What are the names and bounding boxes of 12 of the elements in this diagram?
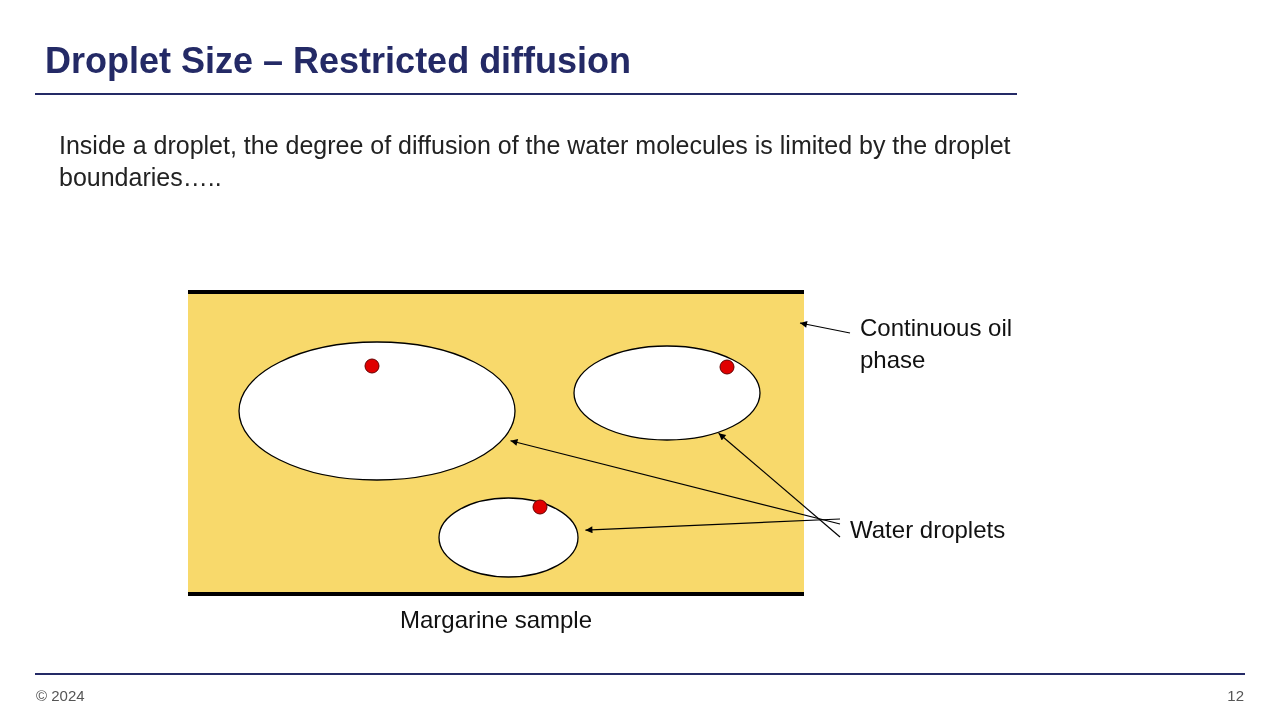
callout-label: Continuous oil phase xyxy=(860,313,1014,375)
sample-caption: Margarine sample xyxy=(398,605,594,635)
leader-arrow xyxy=(509,439,841,525)
callout-label: Water droplets xyxy=(850,515,1006,545)
page-number: 12 xyxy=(1227,687,1244,704)
leader-arrow xyxy=(718,432,841,538)
slide-title: Droplet Size – Restricted diffusion xyxy=(45,40,632,82)
description-text: Inside a droplet, the degree of diffusion of the water molecules is limited by the droplet boundaries….. xyxy=(59,130,1012,193)
leader-arrow xyxy=(799,320,851,334)
copyright-text: © 2024 xyxy=(36,687,85,704)
oil-phase-box xyxy=(188,290,804,596)
leader-arrow xyxy=(584,518,841,534)
